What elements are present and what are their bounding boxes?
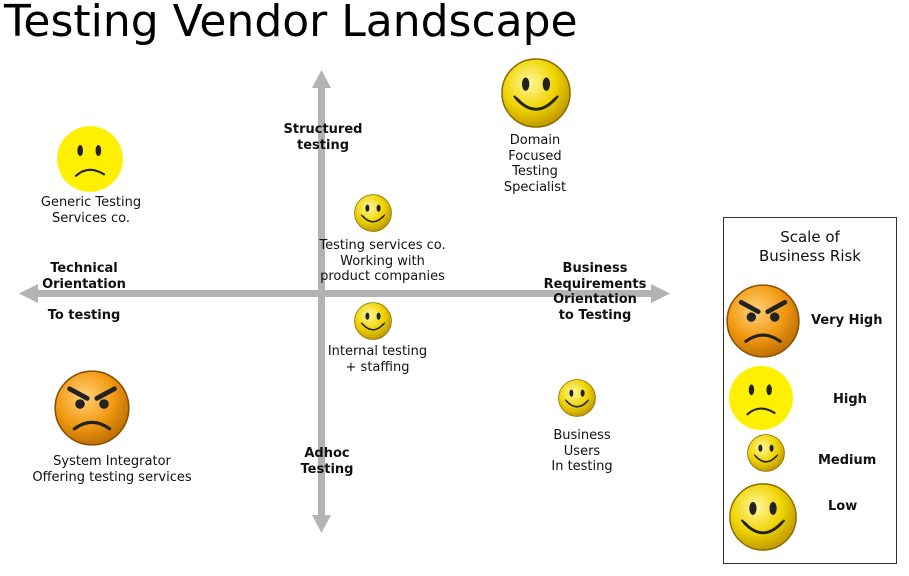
- right-arrow-icon: [651, 284, 670, 303]
- horizontal-axis: [36, 290, 654, 297]
- down-arrow-icon: [312, 515, 331, 533]
- vertical-axis: [318, 86, 325, 518]
- angry-face-icon: [52, 368, 132, 448]
- vendor-label-business-users: Business Users In testing: [551, 428, 613, 474]
- axis-label-to-testing: To testing: [47, 308, 121, 323]
- vendor-label-generic: Generic Testing Services co.: [40, 195, 142, 226]
- axis-label-structured: Structured testing: [283, 122, 363, 153]
- vendor-label-integrator: System Integrator Offering testing servi…: [32, 454, 192, 485]
- up-arrow-icon: [312, 70, 331, 88]
- axis-label-business: Business Requirements Orientation to Tes…: [543, 261, 647, 323]
- legend-title: Scale of Business Risk: [758, 228, 861, 265]
- smiley-face-icon: [499, 56, 573, 130]
- smiley-face-icon: [353, 301, 393, 341]
- smiley-face-icon: [727, 481, 799, 553]
- smiley-face-icon: [746, 433, 786, 473]
- angry-face-icon: [724, 282, 802, 360]
- legend-label-low: Low: [828, 499, 858, 514]
- vendor-label-product: Testing services co. Working with produc…: [319, 238, 446, 284]
- sad-face-icon: [727, 364, 795, 432]
- legend-label-medium: Medium: [818, 453, 877, 468]
- axis-label-technical: Technical Orientation: [42, 261, 126, 292]
- legend-label-high: High: [833, 392, 867, 407]
- sad-face-icon: [55, 124, 125, 194]
- vendor-label-domain: Domain Focused Testing Specialist: [503, 133, 567, 195]
- axis-label-adhoc: Adhoc Testing: [300, 446, 354, 477]
- smiley-face-icon: [557, 378, 597, 418]
- legend-label-very-high: Very High: [811, 313, 883, 328]
- page-title: Testing Vendor Landscape: [4, 0, 578, 47]
- risk-legend: [723, 217, 897, 564]
- left-arrow-icon: [19, 284, 38, 303]
- vendor-label-internal: Internal testing + staffing: [327, 344, 428, 375]
- smiley-face-icon: [353, 193, 393, 233]
